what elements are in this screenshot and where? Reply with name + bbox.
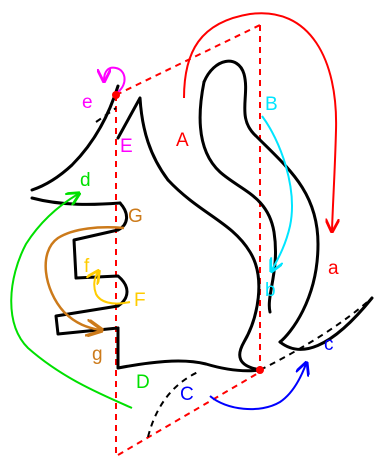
label-c: c [324, 334, 334, 355]
ribbon-top-edge [30, 84, 120, 192]
spike-edge [116, 96, 170, 182]
hidden-line-bottom-left [147, 371, 199, 438]
label-g: g [92, 344, 103, 365]
inner-loop-edge [202, 59, 320, 344]
ribbon-zigzag-edge [54, 201, 129, 336]
arrow-C-to-c [209, 364, 306, 411]
junction-dot-top [112, 91, 120, 99]
ribbon-lower-edge [116, 326, 262, 373]
surface-outline [30, 59, 374, 373]
inner-loop-left-edge [198, 80, 278, 314]
arrow-D-to-d [10, 194, 133, 409]
label-E: E [120, 136, 133, 157]
label-F: F [134, 290, 146, 311]
label-G: G [128, 206, 143, 227]
ribbon-top-lower-edge [30, 196, 122, 206]
label-a: a [328, 258, 339, 279]
label-B: B [265, 94, 278, 115]
label-e: e [82, 92, 93, 113]
arrow-E-to-e [104, 66, 126, 93]
bottom-right-edge [278, 296, 374, 351]
arrow-G-to-g [44, 226, 125, 330]
arrow-A-to-a [183, 12, 336, 230]
label-b: b [265, 280, 276, 301]
label-f: f [84, 256, 90, 277]
label-d: d [80, 170, 91, 191]
label-D: D [136, 372, 150, 393]
arrow-F-to-f [94, 272, 131, 305]
s-curve-edge [166, 178, 262, 372]
label-A: A [176, 130, 189, 151]
junction-dot-bottom [256, 366, 264, 374]
cut-line-top-diagonal [115, 24, 261, 96]
hidden-line-bottom-right [259, 297, 373, 371]
label-C: C [180, 384, 194, 405]
cut-line-bottom-diagonal [117, 371, 261, 456]
arrow-B-to-b [261, 115, 293, 270]
